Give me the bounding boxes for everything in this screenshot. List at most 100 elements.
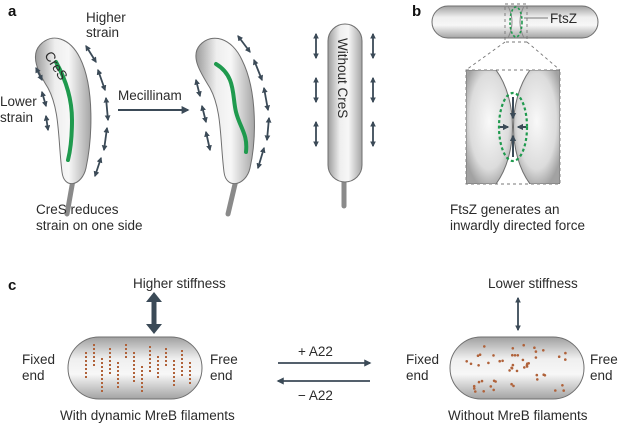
mreb-monomer-dot: [533, 346, 536, 350]
strain-arrows-cell3: [313, 32, 376, 148]
higher-strain-line1: Higher: [86, 10, 126, 25]
curved-cell-with-cres: CreS: [35, 37, 92, 217]
higher-stiffness-arrow: [146, 292, 162, 334]
mreb-monomer-dot: [498, 359, 502, 363]
strain-arrows-cell2: [194, 35, 272, 170]
ftsz-ring-zoom: [497, 91, 529, 163]
cell-without-mreb: [449, 336, 585, 400]
mreb-monomer-dot: [510, 366, 513, 370]
septum-left: [507, 5, 513, 39]
cell-body: [431, 5, 599, 39]
lower-stiffness-label: Lower stiffness: [488, 276, 578, 291]
mreb-monomer-dot: [564, 351, 567, 355]
mreb-monomer-dot: [510, 382, 513, 386]
lower-strain-line2: strain: [0, 110, 33, 125]
strain-arrow: [93, 156, 103, 178]
zoom-line: [465, 41, 506, 71]
strain-arrow: [204, 130, 212, 152]
septum-right: [519, 5, 525, 39]
mreb-monomer-dot: [476, 354, 480, 358]
fixed-end-right-line2: end: [406, 368, 429, 383]
cell-body: [327, 23, 363, 183]
remove-a22-label: − A22: [298, 388, 333, 403]
caption-c-left: With dynamic MreB filaments: [60, 408, 235, 423]
zoom-box: [465, 69, 561, 185]
cell-body: [449, 336, 585, 400]
strain-arrow: [43, 114, 51, 132]
strain-arrow: [264, 116, 272, 142]
higher-stiffness-label: Higher stiffness: [133, 276, 226, 291]
mreb-monomer-dot: [562, 389, 565, 392]
mreb-monomer-dot: [527, 362, 530, 365]
strain-arrow: [253, 58, 263, 82]
curved-cell-mecillinam: [195, 37, 255, 217]
mreb-monomer-dot: [511, 363, 515, 367]
mreb-monomer-dot: [542, 349, 545, 352]
mreb-monomer-dot: [492, 379, 496, 383]
strain-arrow: [101, 126, 110, 152]
free-end-right-line1: Free: [590, 352, 618, 367]
ftsz-ring: [509, 6, 523, 38]
mreb-monomer-dot: [513, 354, 517, 357]
mreb-scattered-dots: [465, 343, 567, 393]
mreb-monomer-dot: [472, 384, 476, 388]
caption-b-line2: inwardly directed force: [450, 218, 585, 233]
strain-arrow: [35, 66, 43, 82]
fixed-end-right-line1: Fixed: [406, 352, 439, 367]
cell-stalk: [64, 177, 76, 217]
mreb-monomer-dot: [512, 384, 515, 388]
mreb-monomer-dot: [477, 364, 480, 367]
panel-label-a: a: [8, 3, 17, 20]
mreb-monomer-dot: [534, 350, 538, 353]
mreb-monomer-dot: [554, 389, 557, 392]
straight-cell-without-cres: Without CreS: [327, 23, 363, 209]
mreb-monomer-dot: [480, 379, 484, 383]
higher-strain-line2: strain: [86, 25, 119, 40]
mreb-monomer-dot: [542, 373, 545, 377]
strain-arrow: [194, 78, 202, 98]
strain-arrow: [237, 35, 251, 53]
strain-arrow: [261, 86, 271, 112]
mreb-monomer-dot: [487, 361, 490, 365]
cres-filament: [214, 62, 249, 154]
mreb-monomer-dot: [523, 366, 526, 369]
mreb-monomer-dot: [561, 384, 564, 387]
mreb-monomer-dot: [564, 358, 567, 361]
mreb-monomer-dot: [511, 347, 515, 350]
mreb-monomer-dot: [469, 362, 473, 366]
strain-arrow: [96, 68, 107, 92]
cell-body: [35, 37, 92, 184]
mreb-monomer-dot: [522, 343, 525, 347]
strain-arrow: [103, 96, 111, 122]
stiffness-head-up: [146, 292, 162, 302]
mreb-monomer-dot: [521, 358, 525, 362]
strain-arrows-cell1: [35, 45, 111, 178]
cres-filament: [54, 60, 75, 162]
right-half: [513, 70, 560, 184]
strain-arrow: [40, 90, 48, 108]
mreb-monomer-dot: [482, 390, 486, 393]
mreb-monomer-dot: [501, 359, 504, 363]
mreb-monomer-dot: [483, 345, 486, 348]
mreb-monomer-dot: [492, 388, 496, 392]
mreb-monomer-dot: [535, 373, 539, 377]
mreb-monomer-dot: [508, 369, 511, 372]
add-a22-label: + A22: [298, 344, 333, 359]
mreb-monomer-dot: [516, 354, 520, 357]
caption-b-line1: FtsZ generates an: [450, 202, 560, 217]
mreb-monomer-dot: [473, 387, 476, 390]
free-end-left-line2: end: [210, 368, 233, 383]
dividing-cell: FtsZ: [431, 5, 599, 39]
mreb-monomer-dot: [477, 380, 481, 384]
zoom-callout: [465, 3, 561, 71]
mreb-dynamic-filaments: [85, 344, 191, 392]
fixed-end-left-line2: end: [22, 368, 45, 383]
panel-label-b: b: [412, 3, 421, 20]
zoom-line: [526, 41, 561, 71]
mecillinam-label: Mecillinam: [118, 88, 182, 103]
mreb-monomer-dot: [557, 355, 561, 359]
stiffness-head-down: [146, 324, 162, 334]
caption-a-line1: CreS reduces: [36, 202, 119, 217]
panel-label-c: c: [8, 277, 16, 294]
